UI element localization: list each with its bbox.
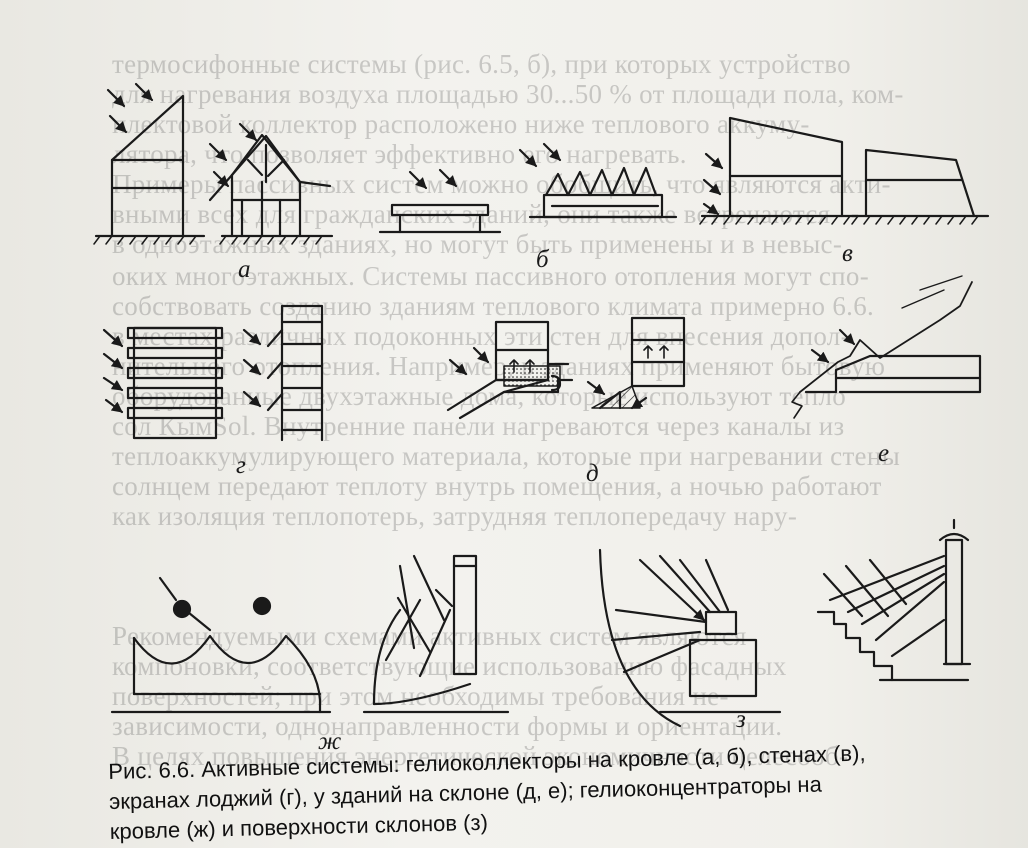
diagram-g	[102, 304, 324, 442]
bleed-line: термосифонные системы (рис. 6.5, б), при…	[112, 49, 851, 79]
label-z: з	[736, 706, 746, 733]
diagram-v	[699, 116, 990, 225]
bleed-line: сол КымSol. Внутренние панели нагреваютс…	[112, 411, 845, 441]
diagram-e	[791, 275, 982, 419]
label-zh: ж	[318, 728, 342, 755]
label-v: в	[842, 240, 853, 267]
label-g: г	[236, 452, 246, 479]
diagram-d	[446, 316, 686, 420]
bleed-line: как изоляция теплопотерь, затрудняя тепл…	[112, 501, 798, 531]
diagram-z	[598, 518, 972, 728]
bleed-line: В целях повышения энергетической экономи…	[112, 741, 849, 771]
bleed-line: оборудованные двухэтажные дома, которые …	[112, 381, 847, 411]
bleed-line: собствовать созданию зданиям теплового к…	[112, 291, 875, 321]
bleed-line: солнцем передают теплоту внутрь помещени…	[112, 471, 882, 501]
diagram-a	[93, 82, 334, 245]
bleed-line: в одноэтажных зданиях, но могут быть при…	[112, 229, 843, 259]
label-e: е	[878, 440, 890, 467]
diagram-zh	[110, 554, 510, 714]
caption-line-3: кровле (ж) и поверхности склонов (з)	[109, 809, 489, 844]
bleed-line: теплоаккумулирующего материала, которые …	[112, 441, 901, 471]
label-a: а	[238, 256, 251, 283]
bleed-line: для нагревания воздуха площадью 30...50 …	[112, 79, 904, 109]
bleed-line: зависимости, однонаправленности формы и …	[112, 711, 783, 741]
bleed-line: плектовой коллектор расположено ниже теп…	[112, 109, 810, 139]
bleed-line: оких многоэтажных. Системы пассивного от…	[112, 261, 870, 291]
label-b: б	[536, 246, 549, 273]
label-d: д	[586, 460, 599, 487]
diagram-b	[378, 142, 678, 234]
